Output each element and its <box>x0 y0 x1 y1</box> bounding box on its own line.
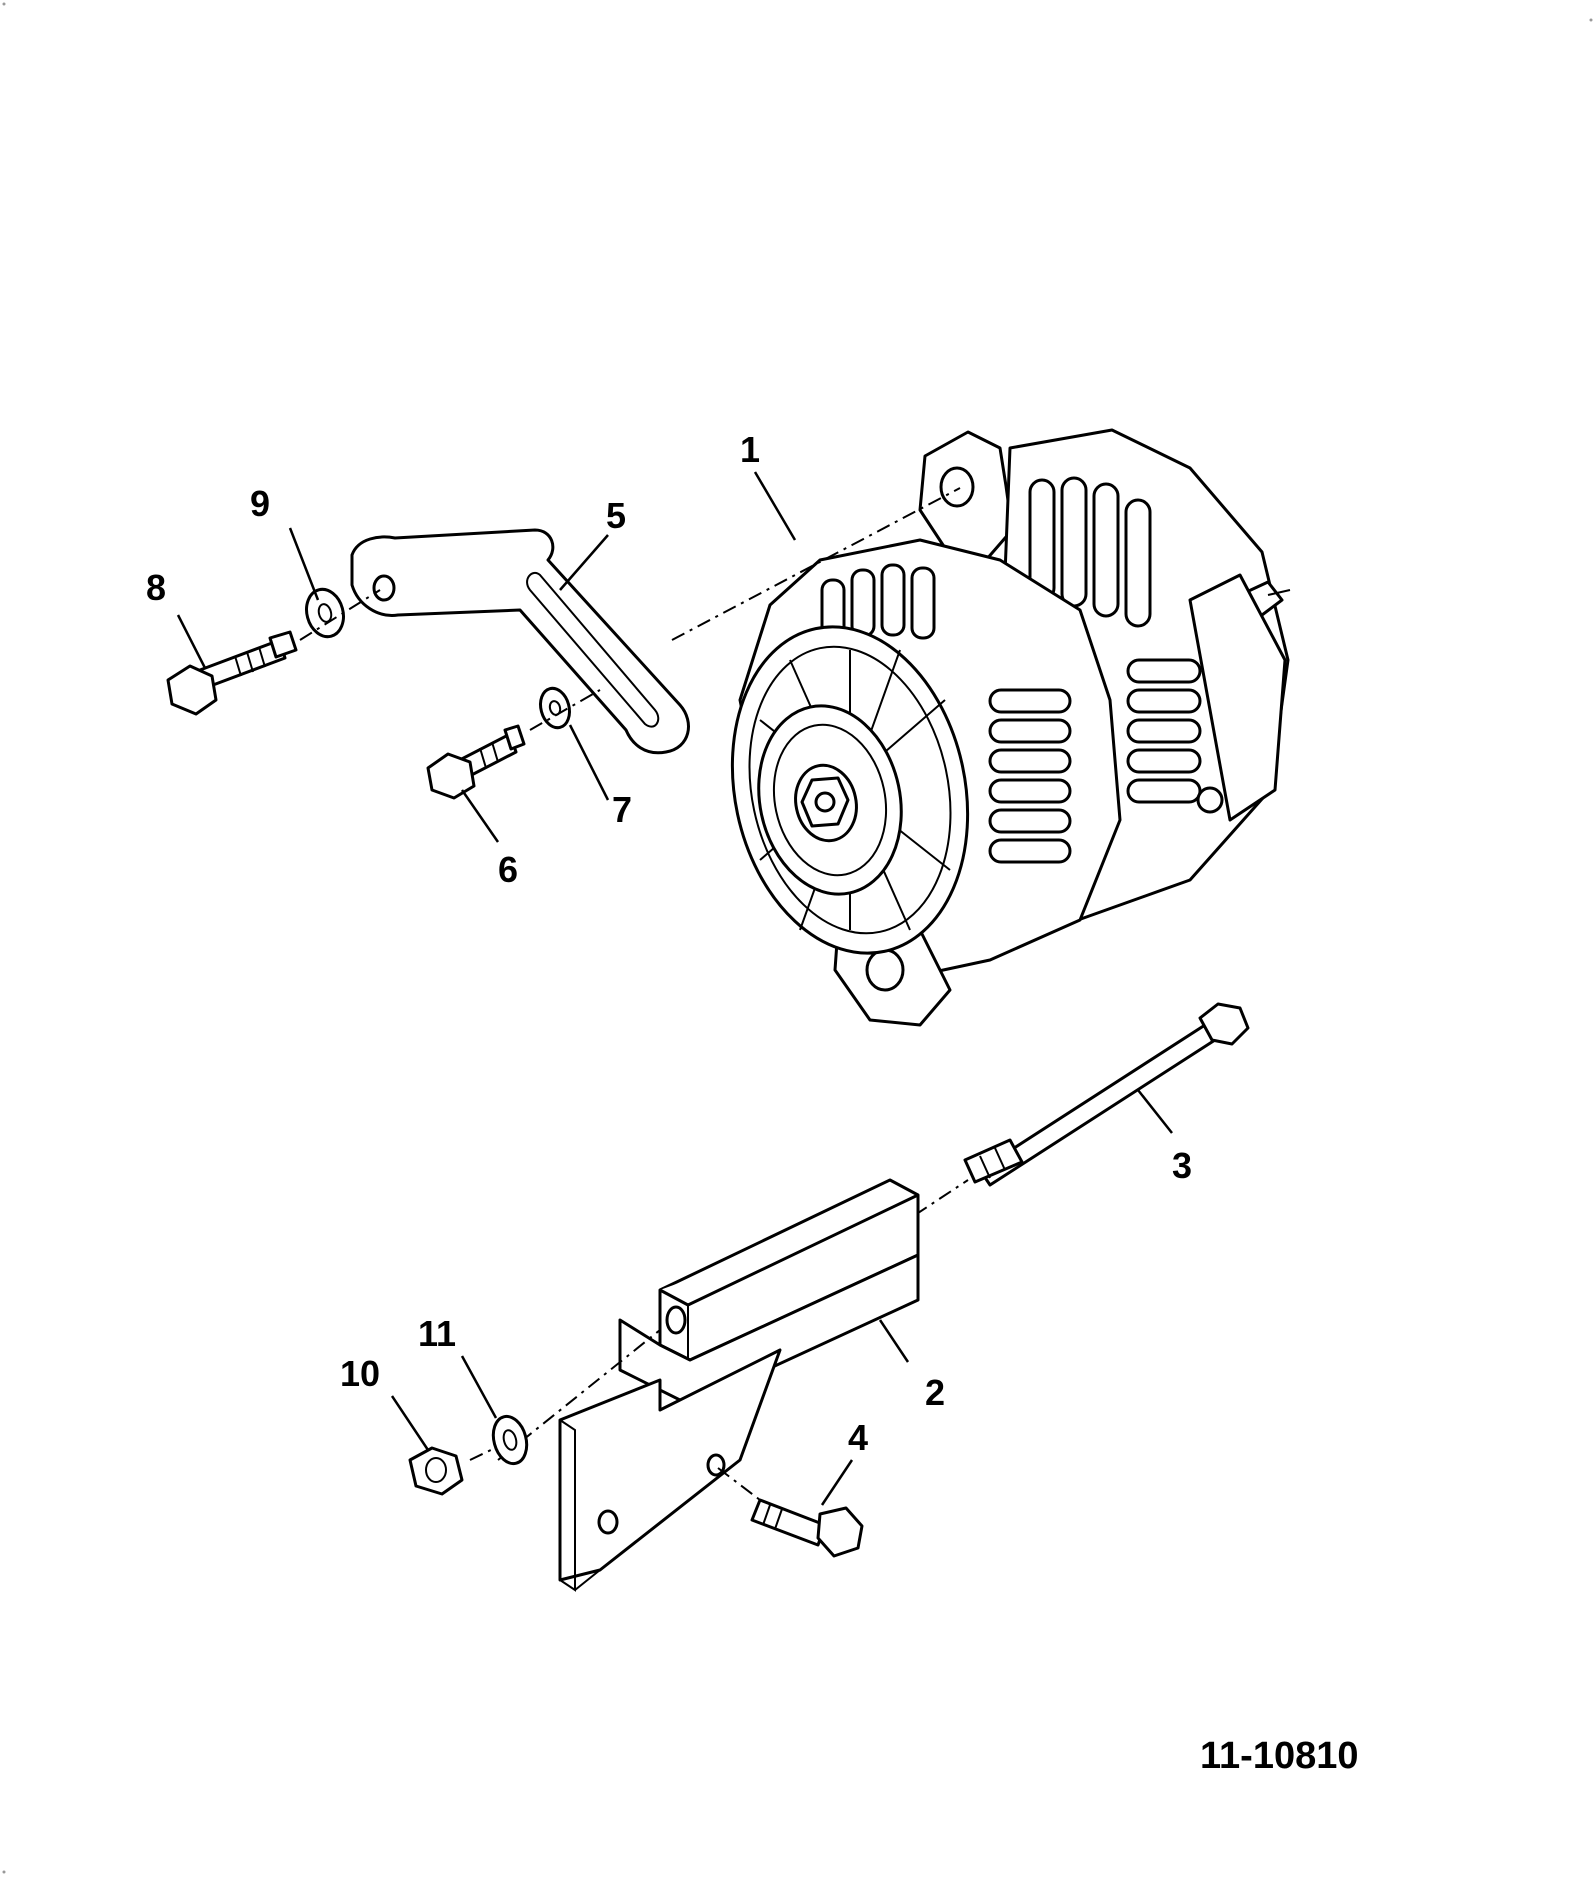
figure-reference: 11-10810 <box>1200 1735 1359 1777</box>
callout-2: 2 <box>925 1372 945 1413</box>
callout-6: 6 <box>498 849 518 890</box>
callout-4: 4 <box>848 1417 868 1458</box>
spring-washer-11-drawing <box>491 1414 529 1466</box>
bracket-2-drawing <box>558 1178 920 1592</box>
corner-mark <box>2 2 6 6</box>
washer-9-drawing <box>305 587 345 639</box>
rear-cooling-fins <box>1028 476 1202 804</box>
nut-10-drawing <box>408 1446 464 1496</box>
corner-mark <box>1589 18 1593 22</box>
callout-10: 10 <box>340 1353 380 1394</box>
callout-7: 7 <box>612 789 632 830</box>
bolt-8-drawing <box>166 630 298 716</box>
corner-mark <box>2 1870 6 1874</box>
callout-9: 9 <box>250 483 270 524</box>
adjusting-link-drawing <box>350 528 690 755</box>
bolt-4-drawing <box>750 1498 864 1558</box>
bolt-6-drawing <box>426 724 526 800</box>
callout-3: 3 <box>1172 1145 1192 1186</box>
callout-1: 1 <box>740 429 760 470</box>
callout-11: 11 <box>418 1313 456 1354</box>
callout-labels: 1 2 3 4 5 6 7 8 9 10 11 <box>146 429 1192 1458</box>
callout-5: 5 <box>606 495 626 536</box>
alternator-drawing <box>671 428 1291 1027</box>
front-cooling-fins <box>820 563 1072 864</box>
leader-lines <box>176 471 1173 1506</box>
callout-8: 8 <box>146 567 166 608</box>
through-bolt-3-drawing <box>963 1002 1250 1187</box>
washer-7-drawing <box>539 686 571 730</box>
